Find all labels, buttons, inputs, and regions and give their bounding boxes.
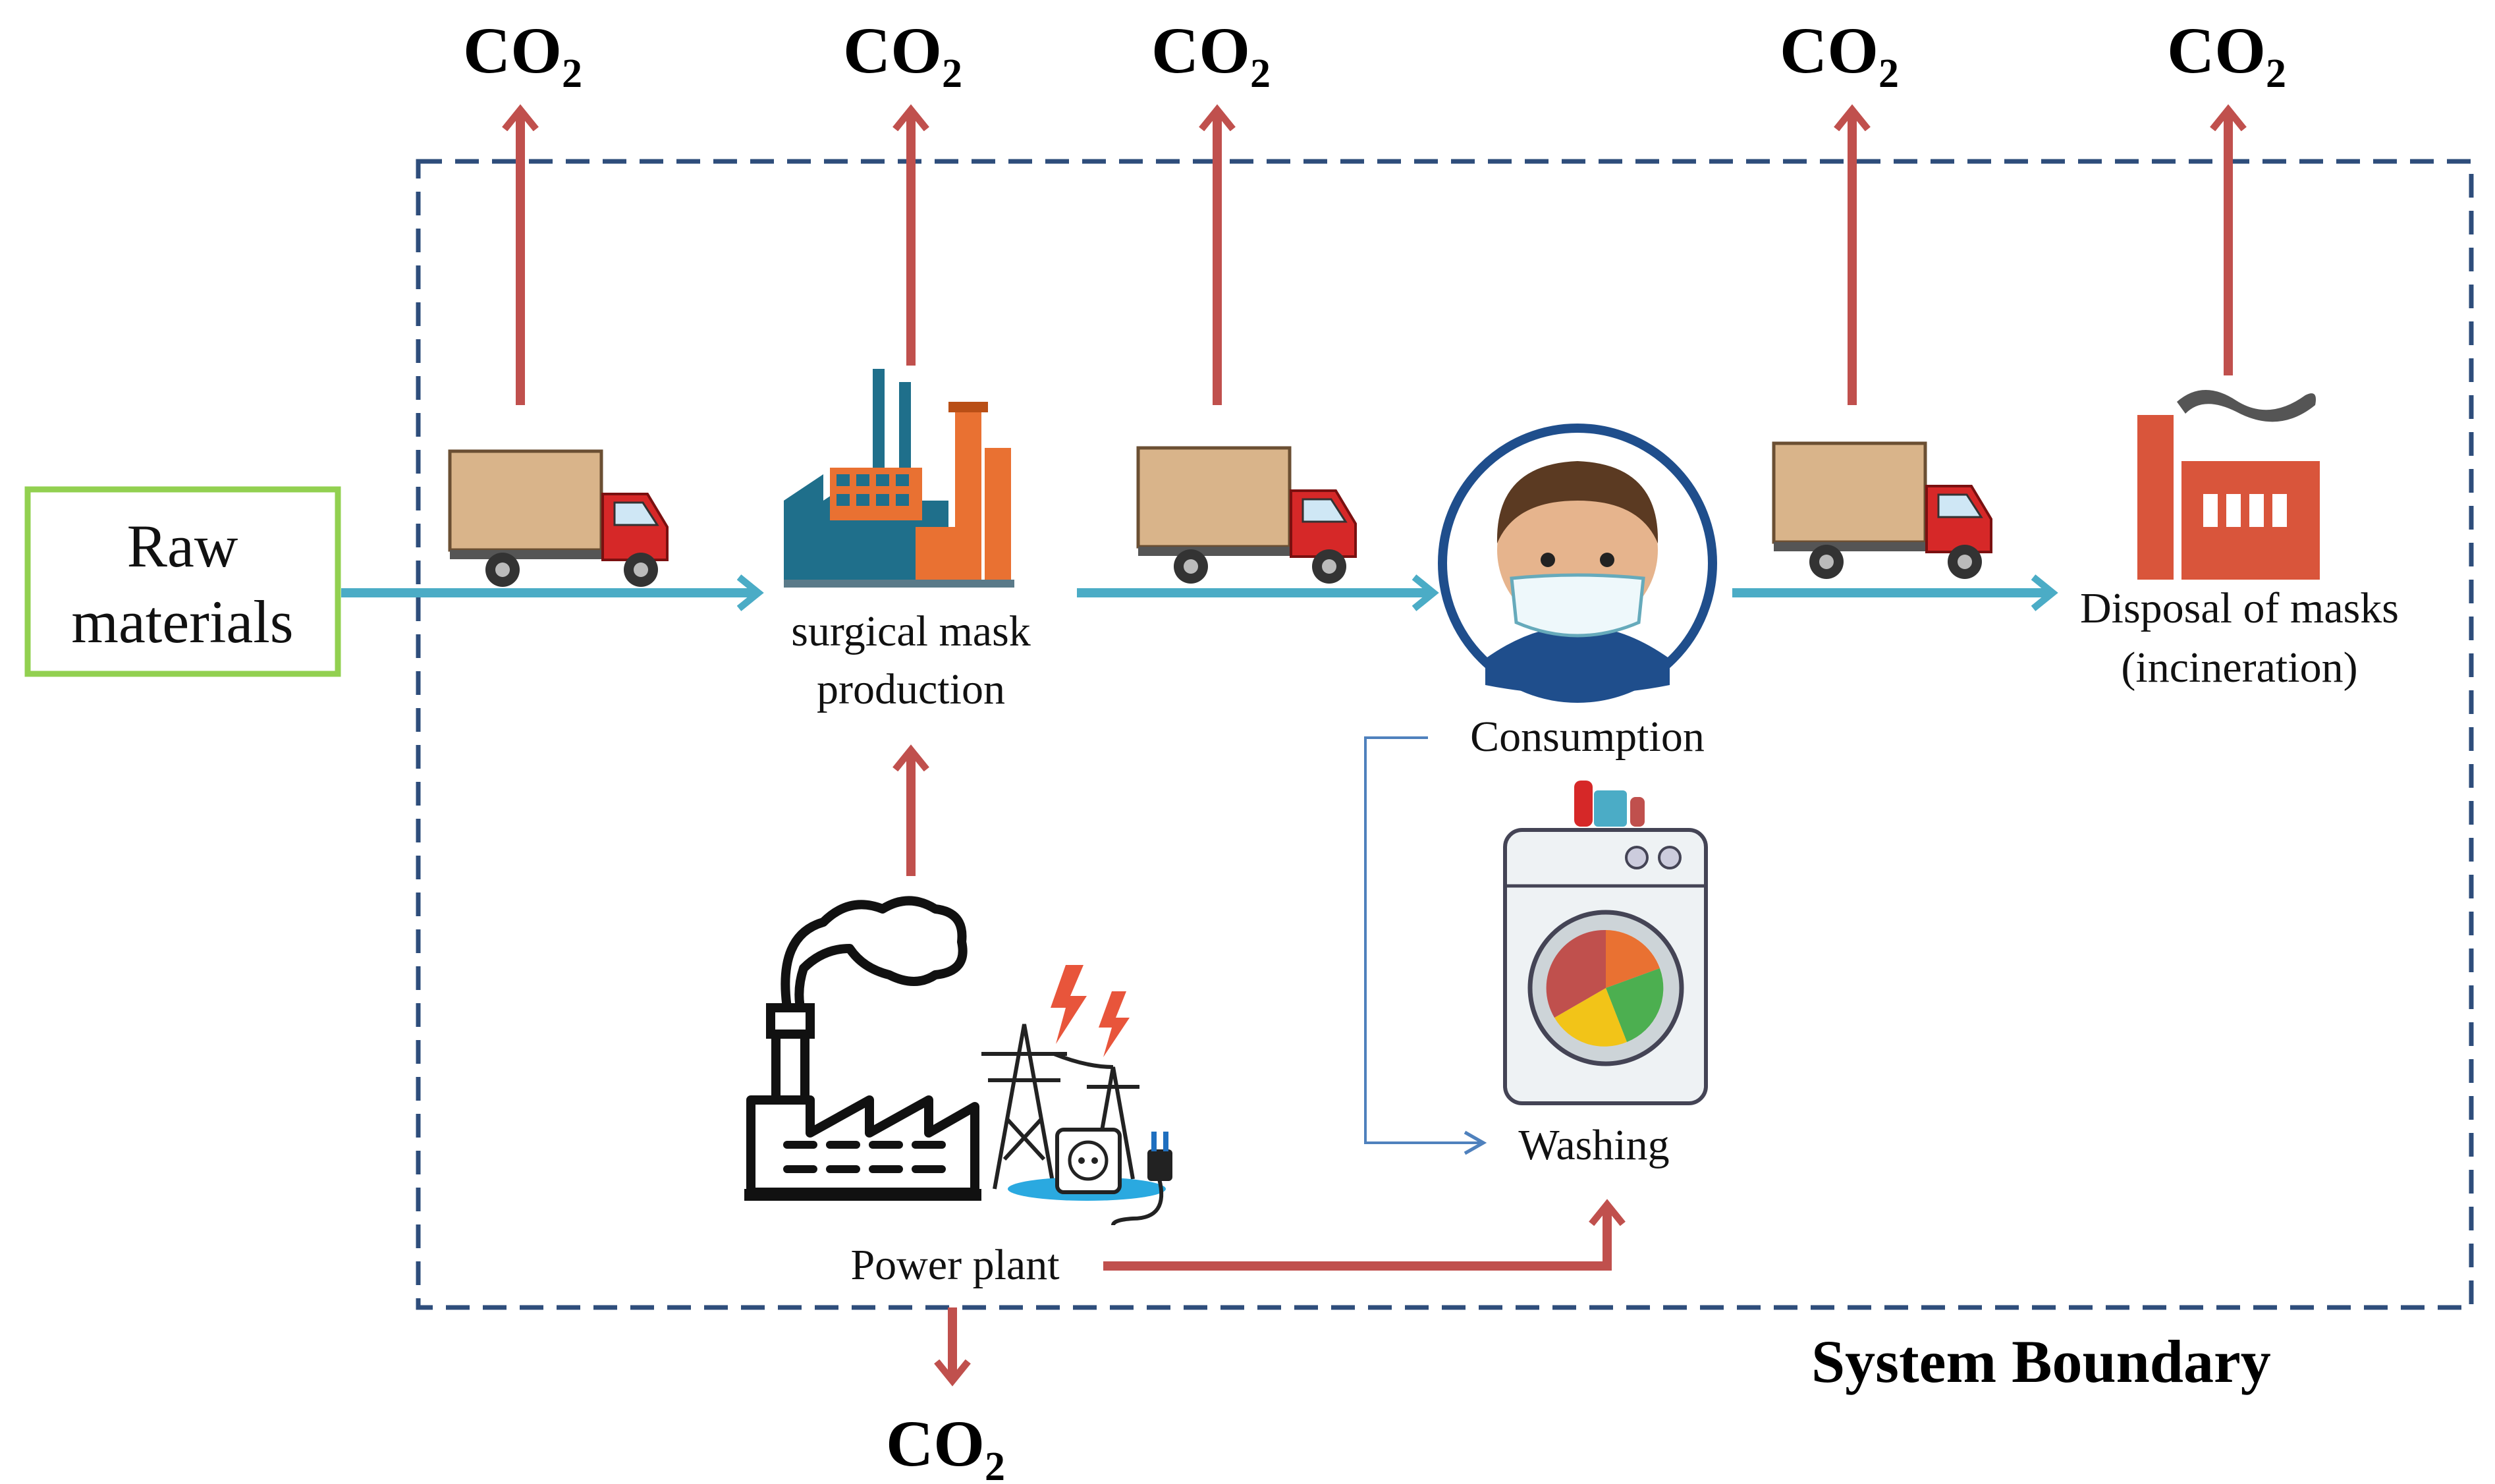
plug-socket-icon [1008,1128,1172,1226]
svg-text:CO2: CO2 [2167,14,2286,96]
disposal-label-line2: (incineration) [2121,644,2357,692]
co2-label-power-plant: CO2 [886,1407,1005,1484]
power-plant-label: Power plant [850,1241,1059,1289]
washing-label: Washing [1518,1121,1669,1169]
factory-icon [784,369,1014,588]
raw-materials-label-line2: materials [71,588,293,655]
svg-text:CO2: CO2 [1780,14,1899,96]
svg-text:CO2: CO2 [1151,14,1271,96]
washing-machine-icon [1503,781,1708,1105]
truck-icon [1772,441,1992,579]
truck-icon [1136,446,1357,584]
co2-label-1: CO2 [463,14,582,96]
masked-person-icon [1438,424,1717,703]
mask-production-label-line1: surgical mask [791,607,1031,655]
co2-label-4: CO2 [1780,14,1899,96]
raw-materials-label-line1: Raw [127,512,238,580]
system-boundary-box [416,159,2474,1310]
svg-text:CO2: CO2 [843,14,962,96]
svg-text:CO2: CO2 [886,1407,1005,1484]
system-boundary-label: System Boundary [1811,1328,2271,1395]
truck-icon [448,449,669,587]
co2-label-2: CO2 [843,14,962,96]
co2-label-5: CO2 [2167,14,2286,96]
consumption-label: Consumption [1470,713,1705,761]
mask-production-label-line2: production [817,665,1005,713]
svg-text:CO2: CO2 [463,14,582,96]
power-plant-icon [744,896,981,1201]
consumption-to-washing-link [1364,736,1487,1155]
energy-arrow-power-to-washing [1103,1205,1607,1271]
raw-materials-box [24,486,341,677]
lightning-icon [1051,965,1130,1057]
incinerator-icon [2137,389,2320,580]
co2-label-3: CO2 [1151,14,1271,96]
disposal-label-line1: Disposal of masks [2080,584,2399,632]
